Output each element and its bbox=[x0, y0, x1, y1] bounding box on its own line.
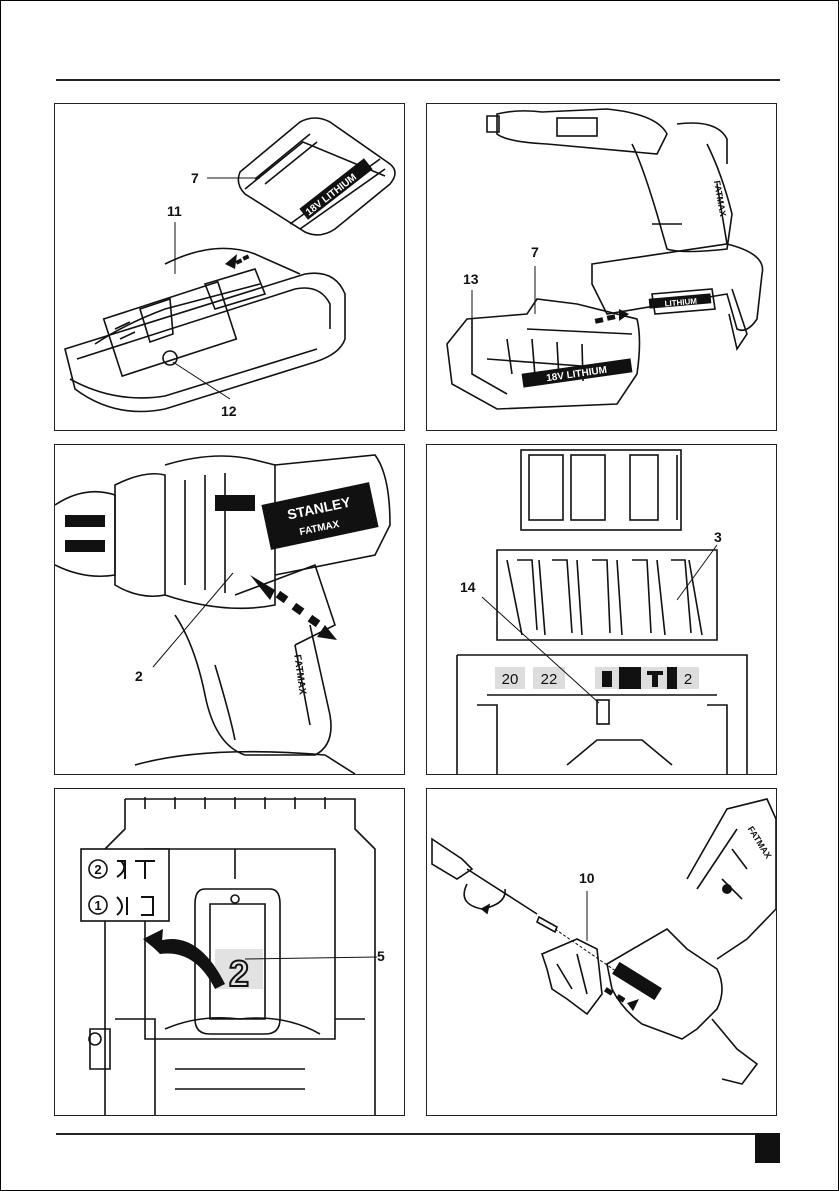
figure-b-panel: 18V LITHIUM LITHIUM FATMAX 7 13 bbox=[426, 103, 777, 431]
figure-a-callout-7: 7 bbox=[191, 170, 199, 186]
figure-e-panel: 2 2 1 5 bbox=[54, 788, 405, 1116]
figure-c-grip-label: FATMAX bbox=[291, 654, 308, 696]
figure-e-gear-selector-illustration: 2 2 1 bbox=[80, 797, 378, 1115]
figure-f-belt-hook-illustration: FATMAX bbox=[431, 798, 776, 1085]
figure-b-callout-7: 7 bbox=[531, 244, 539, 260]
figure-d-scale-22: 22 bbox=[541, 671, 558, 688]
figure-a-charger-illustration: 18V LITHIUM bbox=[64, 117, 396, 413]
figure-d-scale-20: 20 bbox=[502, 671, 519, 688]
figure-a-panel: 18V LITHIUM 7 11 12 bbox=[54, 103, 405, 431]
figure-c-panel: STANLEY FATMAX FATMAX 2 bbox=[54, 444, 405, 775]
figure-a-callout-11: 11 bbox=[167, 203, 182, 219]
figure-a-battery-label: 18V LITHIUM bbox=[304, 172, 359, 218]
figure-e-legend-2: 2 bbox=[94, 862, 101, 877]
figure-d-scale-2: 2 bbox=[684, 671, 692, 688]
figure-f-panel: FATMAX 10 bbox=[426, 788, 777, 1116]
figure-d-callout-3: 3 bbox=[714, 529, 722, 545]
footer-rule bbox=[56, 1133, 780, 1135]
figure-e-callout-5: 5 bbox=[377, 948, 385, 964]
figure-f-tool-label: FATMAX bbox=[746, 824, 774, 860]
figure-e-selector-number: 2 bbox=[229, 953, 249, 994]
figure-c-callout-2: 2 bbox=[135, 668, 143, 684]
figure-f-callout-10: 10 bbox=[579, 870, 595, 886]
figure-a-callout-12: 12 bbox=[221, 403, 237, 419]
figure-d-panel: 20 22 2 3 14 bbox=[426, 444, 777, 775]
page-marker-block bbox=[755, 1133, 780, 1163]
figure-d-torque-collar-illustration: 20 22 2 bbox=[456, 449, 748, 774]
figure-e-legend-1: 1 bbox=[94, 898, 101, 913]
figure-c-direction-switch-illustration: STANLEY FATMAX FATMAX bbox=[55, 454, 391, 774]
figure-b-callout-13: 13 bbox=[463, 271, 479, 287]
figure-b-battery-insertion-illustration: 18V LITHIUM LITHIUM FATMAX bbox=[446, 108, 764, 410]
header-rule bbox=[56, 79, 780, 81]
figure-d-callout-14: 14 bbox=[460, 579, 476, 595]
figure-b-handle-label: FATMAX bbox=[712, 180, 728, 218]
figure-b-foot-label: LITHIUM bbox=[664, 297, 697, 309]
